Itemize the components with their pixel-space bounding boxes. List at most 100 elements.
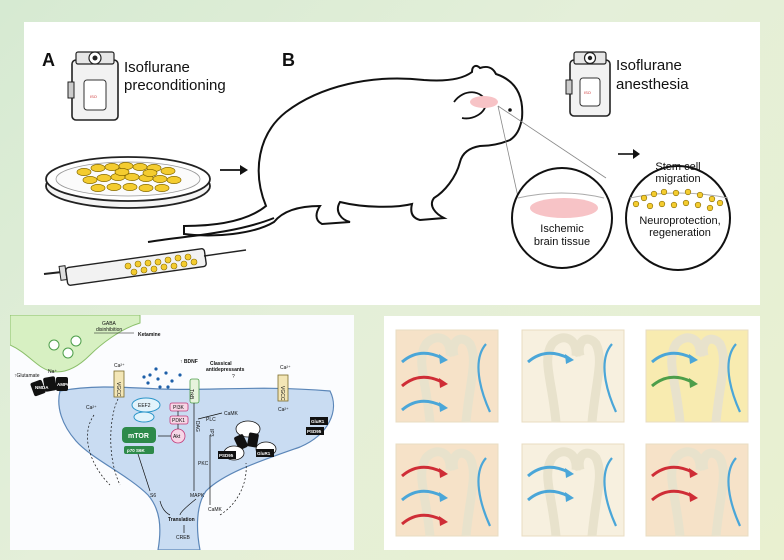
fiber-tract bbox=[417, 333, 455, 423]
glur1-tag bbox=[256, 449, 274, 457]
glur1-right-tag bbox=[310, 417, 328, 425]
classical-label: Classical bbox=[210, 361, 232, 367]
stem-cell bbox=[670, 201, 678, 209]
flow-arrowhead bbox=[439, 402, 448, 412]
stem-cell bbox=[82, 176, 98, 184]
flow-arrowhead bbox=[689, 492, 698, 502]
flow-arrowhead bbox=[689, 468, 698, 478]
label-b: B bbox=[282, 50, 295, 70]
vgcc-right-channel bbox=[277, 374, 289, 402]
isoflurane-figure-panel: A B ISO Isoflurane preconditioning bbox=[24, 22, 760, 305]
pathway-tile bbox=[395, 443, 499, 537]
p70-label: p70 S6K bbox=[127, 448, 146, 453]
dag-label: DAG bbox=[194, 421, 200, 432]
vesicle bbox=[70, 335, 82, 347]
trkb-receptor bbox=[189, 378, 200, 404]
flow-arrow bbox=[401, 489, 443, 502]
vesicle bbox=[48, 339, 60, 351]
flow-arrow bbox=[527, 351, 569, 364]
flow-arc bbox=[727, 457, 742, 527]
stem-cell bbox=[122, 183, 138, 191]
flow-arc bbox=[603, 343, 618, 413]
syringe-icon bbox=[43, 248, 247, 286]
flow-arrowhead bbox=[439, 516, 448, 526]
vgcc-left-channel bbox=[113, 370, 125, 398]
ca-left-label: Ca²⁺ bbox=[86, 405, 97, 411]
ischemic-tissue-line bbox=[517, 192, 605, 199]
stem-cell bbox=[160, 263, 168, 271]
stem-cell bbox=[154, 258, 162, 266]
ca-top-left-label: Ca²⁺ bbox=[114, 363, 125, 369]
mouse-brain-lesion bbox=[470, 96, 498, 108]
stem-cell bbox=[140, 266, 148, 274]
psd95-right-tag bbox=[306, 427, 324, 435]
flow-arrowhead bbox=[689, 378, 698, 388]
stem-cell bbox=[164, 256, 172, 264]
psd95-tag bbox=[218, 451, 236, 459]
stem-cell bbox=[130, 268, 138, 276]
neuroprotection-label-line1: Neuroprotection, bbox=[639, 215, 720, 227]
pdk1-label: PDK1 bbox=[172, 418, 185, 424]
eef2-label: EEF2 bbox=[138, 403, 151, 409]
flow-arrowhead bbox=[439, 354, 448, 364]
bdnf-dot bbox=[158, 385, 162, 389]
psd95-label: PSD95 bbox=[219, 453, 234, 458]
stem-cell bbox=[96, 174, 112, 182]
stem-cell bbox=[166, 176, 182, 184]
pathway-tile bbox=[645, 329, 749, 423]
vaporizer-left-title-line1: Isoflurane bbox=[124, 59, 190, 76]
petri-dish-cells bbox=[76, 162, 182, 192]
stem-cell bbox=[114, 168, 130, 176]
stem-cell bbox=[190, 258, 198, 266]
stem-cell bbox=[658, 200, 666, 208]
ischemic-label-line2: brain tissue bbox=[534, 236, 590, 248]
stem-cell bbox=[672, 189, 680, 197]
stem-cell bbox=[632, 200, 640, 208]
stem-cell bbox=[150, 265, 158, 273]
flow-arrow bbox=[527, 489, 569, 502]
ampa-label: AMPA bbox=[57, 382, 71, 387]
flow-arrow bbox=[401, 465, 443, 478]
glutamate-label: ↑Glutamate bbox=[14, 373, 40, 379]
s6-label: S6 bbox=[150, 493, 156, 499]
akt-label: Akt bbox=[173, 434, 181, 440]
stem-cell bbox=[684, 188, 692, 196]
stem-cell bbox=[90, 164, 106, 172]
stem-cell bbox=[152, 175, 168, 183]
pkc-label: PKC bbox=[198, 461, 209, 467]
disinhibition-label: disinhibition bbox=[96, 327, 122, 333]
stem-cell bbox=[154, 184, 170, 192]
stem-cell bbox=[106, 183, 122, 191]
mtor-label: mTOR bbox=[128, 433, 149, 440]
flow-arrow bbox=[651, 489, 693, 502]
flow-arrow bbox=[527, 465, 569, 478]
vesicle bbox=[62, 347, 74, 359]
svg-text:ISO: ISO bbox=[584, 90, 591, 95]
bdnf-dots bbox=[142, 367, 182, 389]
psd95-right-label: PSD95 bbox=[307, 429, 322, 434]
postsynaptic-spine bbox=[58, 386, 335, 550]
fiber-tract bbox=[543, 333, 581, 423]
flow-arrow bbox=[651, 351, 693, 364]
flow-arrowhead bbox=[439, 492, 448, 502]
fiber-tract bbox=[417, 447, 455, 537]
vaporizer-left-title-line2: preconditioning bbox=[124, 77, 226, 94]
fiber-tract bbox=[448, 334, 478, 423]
stem-cell bbox=[682, 199, 690, 207]
flow-arrowhead bbox=[439, 378, 448, 388]
arrow-ischemic-to-regeneration bbox=[618, 149, 640, 159]
bdnf-dot bbox=[146, 381, 150, 385]
bdnf-dot bbox=[178, 373, 182, 377]
stem-cell bbox=[160, 167, 176, 175]
ketamine-label: Ketamine bbox=[138, 332, 161, 338]
mapk-label: MAPK bbox=[190, 493, 205, 499]
nmda-label: NMDA bbox=[35, 385, 49, 390]
flow-arc bbox=[477, 343, 492, 413]
stem-cell bbox=[90, 184, 106, 192]
neuroprotection-label-line2: regeneration bbox=[649, 227, 711, 239]
glur1-label: GluR1 bbox=[257, 451, 271, 456]
stem-cell bbox=[124, 262, 132, 270]
bdnf-dot bbox=[148, 373, 152, 377]
bdnf-dot bbox=[142, 375, 146, 379]
stem-cell bbox=[138, 184, 154, 192]
